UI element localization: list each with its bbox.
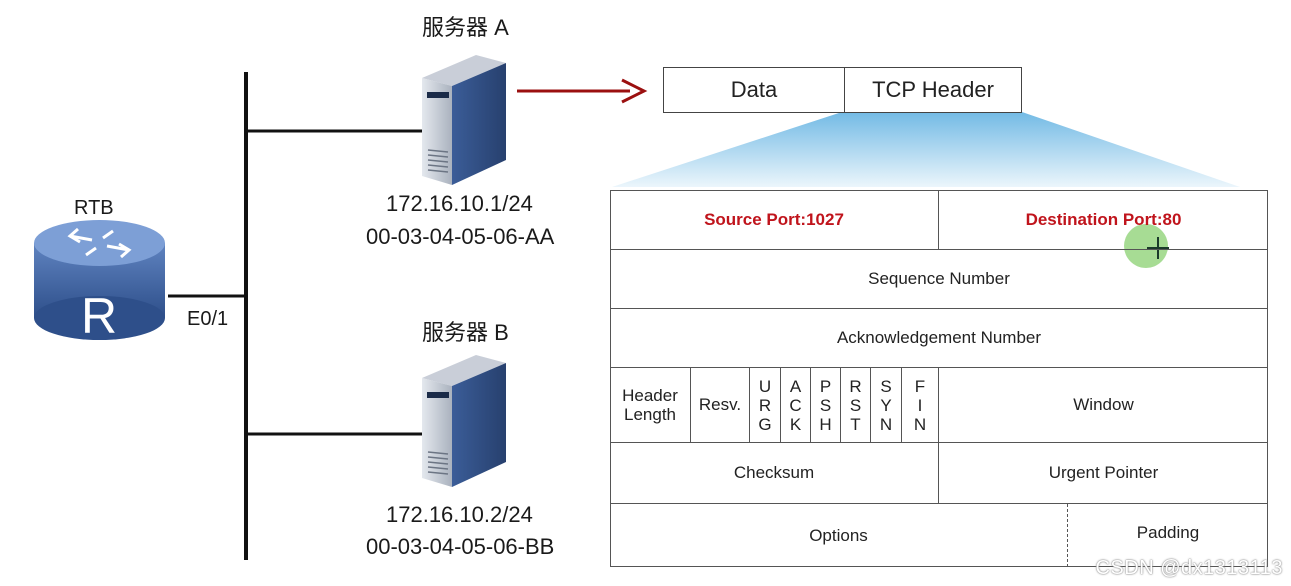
flag-letter: T — [850, 414, 861, 434]
header-length-line-1: Header — [622, 386, 678, 405]
urgent-pointer-field: Urgent Pointer — [939, 443, 1268, 504]
flag-letter: S — [819, 395, 832, 415]
router-icon: R — [34, 220, 165, 344]
destination-port-field: Destination Port:80 — [939, 190, 1268, 250]
cursor-highlight-icon — [1124, 224, 1169, 268]
flag-rst: R S T — [841, 368, 871, 443]
server-a-ip: 172.16.10.1/24 — [386, 191, 533, 216]
flag-letter: G — [758, 414, 772, 434]
flag-letter: S — [880, 376, 892, 396]
flag-psh: P S H — [811, 368, 841, 443]
checksum-field: Checksum — [610, 443, 939, 504]
flag-letter: I — [917, 395, 923, 415]
flag-letter: Y — [880, 395, 892, 415]
flag-letter: F — [914, 376, 926, 396]
options-field: Options — [610, 504, 1068, 567]
flag-urg: U R G — [750, 368, 781, 443]
server-b-name: 服务器 B — [422, 320, 509, 345]
flag-letter: N — [913, 414, 927, 434]
server-a-icon — [422, 55, 506, 185]
window-field: Window — [939, 368, 1268, 443]
network-bus — [168, 72, 422, 560]
acknowledgement-number-field: Acknowledgement Number — [610, 309, 1268, 368]
padding-field: Padding — [1136, 522, 1200, 542]
flag-syn: S Y N — [871, 368, 902, 443]
flag-ack: A C K — [781, 368, 811, 443]
flag-letter: S — [849, 395, 862, 415]
flag-letter: U — [758, 376, 772, 396]
tcp-header-expansion-fan — [612, 112, 1240, 187]
reserved-field: Resv. — [691, 368, 750, 443]
flag-letter: C — [789, 395, 802, 415]
flag-fin: F I N — [902, 368, 939, 443]
server-a-name: 服务器 A — [422, 15, 509, 40]
flag-letter: P — [819, 376, 832, 396]
tcp-header-table — [610, 190, 1268, 567]
router-interface-label: E0/1 — [187, 308, 229, 330]
segment-data: Data — [663, 67, 845, 113]
server-a-mac: 00-03-04-05-06-AA — [366, 224, 555, 249]
server-b-mac: 00-03-04-05-06-BB — [366, 534, 555, 559]
segment-tcp-header: TCP Header — [844, 67, 1022, 113]
flag-letter: A — [789, 376, 802, 396]
svg-text:R: R — [81, 288, 117, 344]
flag-letter: R — [849, 376, 862, 396]
flag-letter: R — [758, 395, 772, 415]
sequence-number-field: Sequence Number — [610, 250, 1268, 309]
arrow-right-icon — [517, 78, 648, 104]
source-port-field: Source Port:1027 — [610, 190, 939, 250]
watermark: CSDN @dx1313113 — [1095, 557, 1283, 579]
flag-letter: N — [879, 414, 893, 434]
flag-letter: K — [789, 414, 802, 434]
server-b-icon — [422, 355, 506, 487]
header-length-field: Header Length — [610, 368, 691, 443]
server-b-ip: 172.16.10.2/24 — [386, 502, 533, 527]
flag-letter: H — [819, 414, 832, 434]
header-length-line-2: Length — [624, 405, 676, 424]
router-name: RTB — [74, 197, 114, 219]
